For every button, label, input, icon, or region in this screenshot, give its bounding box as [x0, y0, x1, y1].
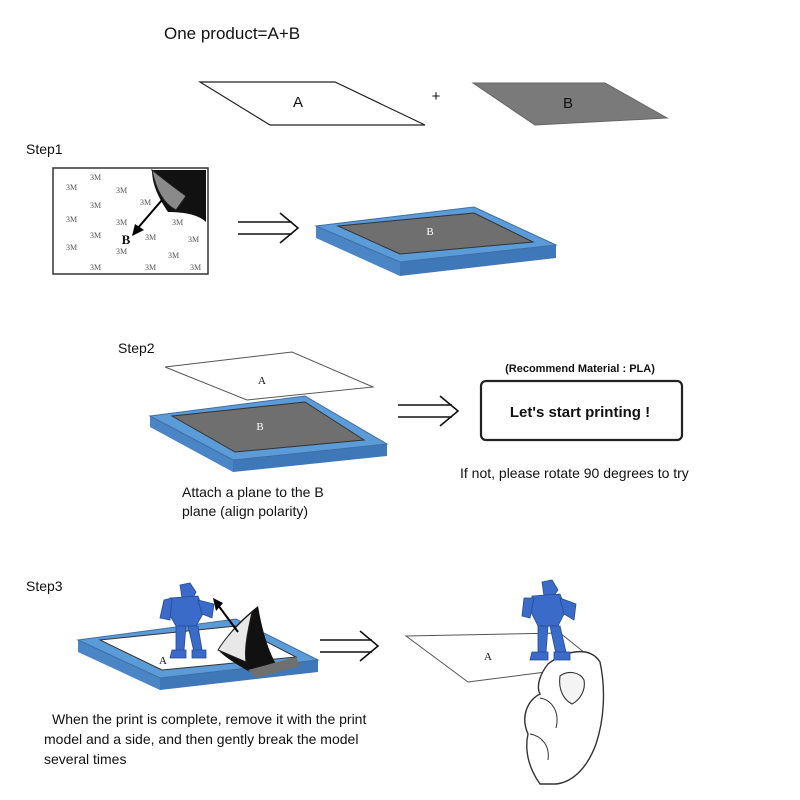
sticker-mark: 3M	[145, 263, 156, 272]
sticker-mark: 3M	[66, 215, 77, 224]
plate-a: A	[197, 81, 426, 126]
sticker-mark: 3M	[66, 243, 77, 252]
bed-b-label-step2: B	[256, 421, 263, 433]
plate-a-label: A	[293, 94, 303, 111]
sheet-a-step2: A	[164, 351, 375, 401]
sticker-mark: 3M	[90, 263, 101, 272]
step3-caption-line1: When the print is complete, remove it wi…	[52, 711, 367, 727]
peel-fold	[151, 168, 187, 211]
step3-label: Step3	[26, 578, 63, 594]
rotate-hint: If not, please rotate 90 degrees to try	[460, 465, 689, 481]
robot-figure-icon	[521, 579, 577, 661]
start-printing-box: (Recommend Material : PLA) Let's start p…	[479, 363, 684, 442]
lift-arrow-head	[213, 598, 223, 611]
page-title: One product=A+B	[164, 24, 301, 43]
bed-a-label: A	[159, 655, 167, 667]
print-bed-step1: B	[314, 206, 558, 276]
sticker-mark: 3M	[90, 231, 101, 240]
sticker-mark: 3M	[168, 251, 179, 260]
step3-caption-line3: several times	[44, 751, 127, 767]
sheet-a-label: A	[258, 375, 266, 387]
sticker-mark: 3M	[116, 247, 127, 256]
recommend-material: (Recommend Material : PLA)	[505, 363, 655, 375]
step2-caption-line1: Attach a plane to the B	[182, 484, 324, 500]
sticker-mark: 3M	[116, 186, 127, 195]
step2-caption-line2: plane (align polarity)	[182, 503, 309, 519]
start-printing-text: Let's start printing !	[510, 404, 650, 421]
lift-arrow-shaft	[217, 604, 239, 633]
sticker-letter: B	[122, 232, 131, 247]
sticker-sheet: 3M 3M 3M 3M 3M 3M 3M 3M 3M 3M 3M 3M 3M 3M 3M 3M 3M B	[52, 167, 209, 275]
peel-arrow-shaft	[136, 199, 163, 230]
sticker-mark: 3M	[116, 218, 127, 227]
double-right-arrow-icon	[398, 395, 460, 427]
bed-b-label: B	[426, 226, 433, 238]
sticker-mark: 3M	[140, 198, 151, 207]
sticker-mark: 3M	[190, 263, 201, 272]
step2-label: Step2	[118, 340, 155, 356]
plate-b-label: B	[563, 95, 573, 112]
sticker-mark: 3M	[90, 173, 101, 182]
step1-label: Step1	[26, 141, 63, 157]
plate-b: B	[471, 82, 669, 126]
double-right-arrow-icon	[320, 630, 380, 662]
sticker-mark: 3M	[188, 235, 199, 244]
sticker-mark: 3M	[66, 183, 77, 192]
step3-caption-line2: model and a side, and then gently break …	[44, 731, 359, 747]
hand-with-sheet: A	[404, 632, 605, 785]
robot-figure-icon	[159, 582, 215, 659]
sticker-mark: 3M	[90, 201, 101, 210]
sticker-mark: 3M	[172, 218, 183, 227]
sticker-marks: 3M 3M 3M 3M 3M 3M 3M 3M 3M 3M 3M 3M 3M 3M 3M 3M 3M	[66, 173, 201, 272]
peeled-sheet-edge	[217, 610, 253, 663]
peel-arrow-head	[132, 224, 144, 236]
plus-sign: +	[432, 88, 441, 105]
sticker-mark: 3M	[145, 233, 156, 242]
sheet-a-label-step3: A	[484, 651, 492, 663]
print-bed-step2: B	[148, 395, 389, 472]
double-right-arrow-icon	[238, 212, 300, 244]
